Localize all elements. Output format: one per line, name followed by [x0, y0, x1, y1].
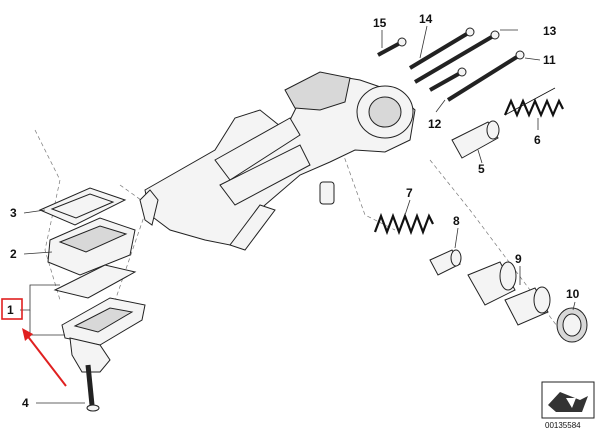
callout-2: 2 — [10, 247, 17, 261]
callout-10: 10 — [566, 287, 580, 301]
callout-9: 9 — [515, 252, 522, 266]
sleeve-part-5 — [451, 120, 500, 159]
callout-3: 3 — [10, 206, 17, 220]
callout-11: 11 — [543, 53, 556, 67]
leader-lines — [20, 25, 576, 404]
highlight-annotation — [1, 298, 67, 387]
oil-pickup-part-1 — [61, 297, 146, 373]
callout-8: 8 — [453, 214, 460, 228]
callout-13: 13 — [543, 24, 557, 38]
callout-4: 4 — [22, 396, 29, 410]
callout-5: 5 — [478, 162, 485, 176]
oil-pump-housing — [139, 71, 416, 251]
document-number: 00135584 — [545, 421, 581, 430]
callout-6: 6 — [534, 133, 541, 147]
document-badge — [541, 381, 595, 419]
spring-part-7 — [373, 212, 434, 236]
callout-14: 14 — [419, 12, 433, 26]
spring-part-6 — [503, 87, 564, 118]
plug-part-10 — [556, 307, 588, 343]
bolt-part-4 — [85, 364, 100, 412]
cover-part-2 — [47, 217, 136, 276]
bolts-upper — [377, 27, 525, 102]
seal-ring — [53, 264, 137, 299]
piston-part-9 — [467, 261, 551, 326]
callout-12: 12 — [428, 117, 442, 131]
callout-15: 15 — [373, 16, 387, 30]
callout-1: 1 — [7, 303, 14, 317]
gasket-part-3 — [38, 187, 127, 226]
piston-part-8 — [429, 249, 462, 276]
callout-7: 7 — [406, 186, 413, 200]
